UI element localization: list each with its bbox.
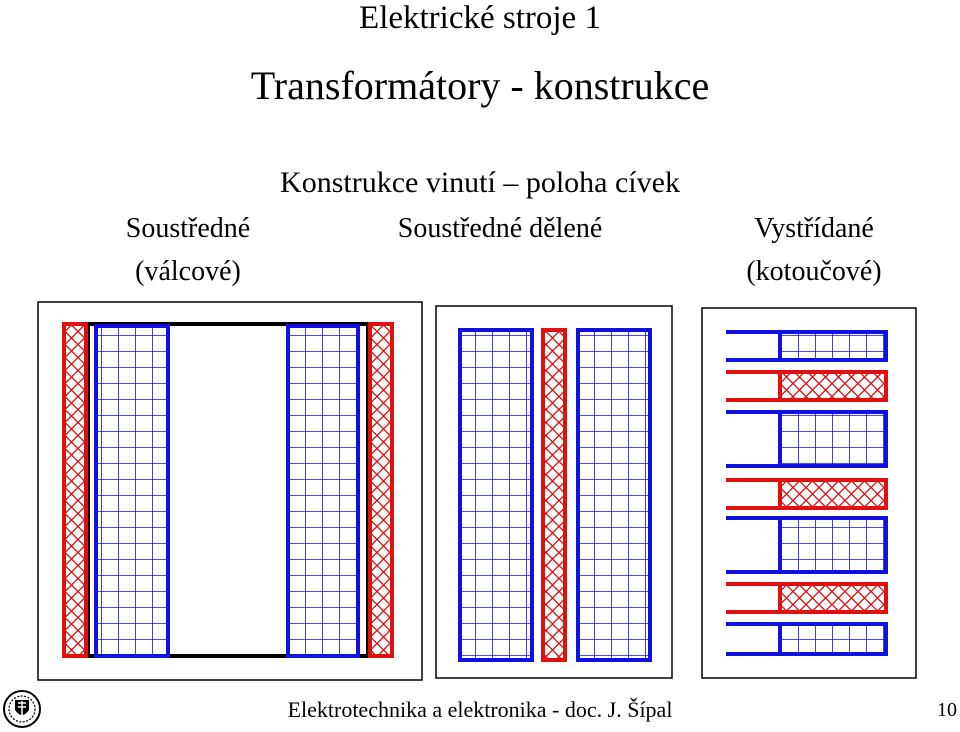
section-subtitle: Konstrukce vinutí – poloha cívek [280, 166, 680, 199]
caption-alternating: Vystřídané [754, 213, 874, 244]
hv-disc-2 [726, 370, 888, 402]
panel-concentric [37, 301, 423, 681]
university-crest-icon [3, 690, 41, 728]
lv-winding-outer [576, 328, 652, 662]
lv-winding-inner [458, 328, 534, 662]
course-title: Elektrické stroje 1 [359, 0, 601, 36]
disc-windings [726, 330, 888, 656]
lv-winding-left [94, 324, 170, 658]
caption-concentric: Soustředné [125, 213, 251, 244]
caption-concentric-split: Soustředné dělené [397, 213, 603, 244]
lv-winding-right [286, 324, 360, 658]
panel-concentric-split [435, 305, 673, 679]
hv-disc-4 [726, 478, 888, 510]
page-title: Transformátory - konstrukce [250, 63, 710, 108]
lv-disc-5 [726, 516, 888, 574]
page-number: 10 [937, 699, 957, 721]
hv-winding-right [368, 322, 394, 658]
lv-disc-3 [726, 410, 888, 468]
hv-disc-6 [726, 582, 888, 614]
caption-concentric-sub: (válcové) [135, 256, 241, 287]
caption-alternating-sub: (kotoučové) [746, 256, 882, 287]
panel-alternating [701, 307, 917, 679]
lv-disc-1 [726, 330, 888, 362]
hv-winding-left [62, 322, 88, 658]
hv-winding-middle [541, 328, 567, 662]
footer-text: Elektrotechnika a elektronika - doc. J. … [287, 697, 673, 722]
lv-disc-7 [726, 622, 888, 656]
